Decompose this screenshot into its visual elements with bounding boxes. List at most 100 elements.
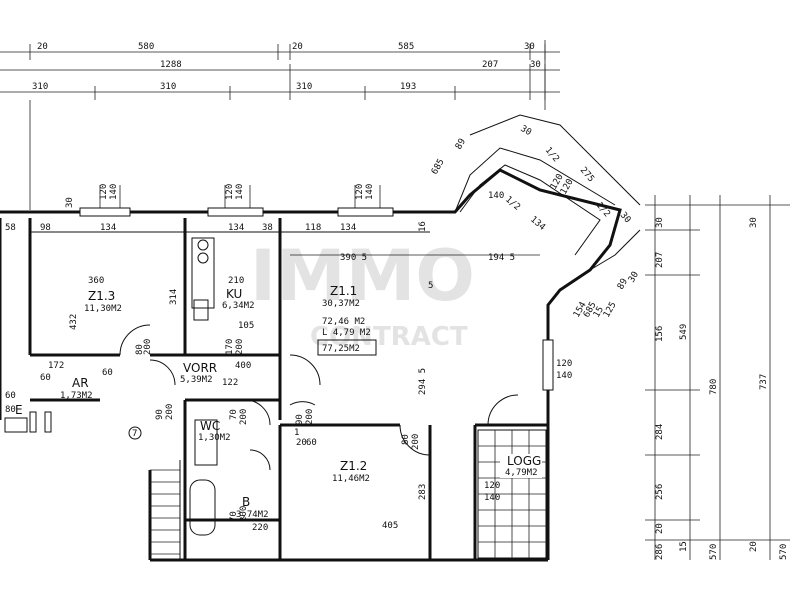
door-dim-7: 80 — [401, 434, 411, 445]
door-dim-5: 90 — [295, 414, 305, 425]
right-dim-10: 30 — [749, 217, 759, 228]
interior-walls — [28, 218, 548, 560]
inner-dim-6: 118 — [305, 223, 321, 233]
z11-area: 30,37M2 — [322, 299, 360, 309]
dim-top-9: 310 — [32, 82, 48, 92]
bay-dim-15: 15 — [592, 305, 606, 319]
door-dim-9: 170 — [225, 339, 235, 355]
right-dim-5: 780 — [709, 379, 719, 395]
dim-top-3: 20 — [292, 42, 303, 52]
z11-dim: 294 5 — [418, 368, 428, 395]
misc-dim-2: 60 — [40, 373, 51, 383]
z11-sub2: L 4,79 M2 — [322, 328, 371, 338]
inner-dim-4: 134 — [228, 223, 244, 233]
watermark-line2: CONTRACT — [310, 322, 468, 352]
inner-dimensions: 58 98 134 134 38 118 134 16 390 5 194 5 — [5, 221, 540, 263]
dim-top-6: 1288 — [160, 60, 182, 70]
misc-dim-5: 122 — [222, 378, 238, 388]
ku-name: KU — [226, 287, 242, 301]
bay-dim-18: 30 — [627, 270, 641, 284]
misc-dimensions: 172 60 60 60 122 7 20 1 60 80 — [5, 361, 317, 448]
door-dim-1: 80 — [135, 344, 145, 355]
right-dim-2: 207 — [655, 252, 665, 268]
b-name: B — [242, 495, 250, 509]
inner-dim-7: 134 — [340, 223, 356, 233]
z11-dim2: 5 — [428, 281, 433, 291]
right-dim-12: 20 — [749, 541, 759, 552]
ku-area: 6,34M2 — [222, 301, 255, 311]
room-ku: 210 314 105 KU 6,34M2 — [169, 237, 255, 331]
inner-dim-9: 390 5 — [340, 253, 367, 263]
dim-top-4: 585 — [398, 42, 414, 52]
bay-dim-10: 140 — [488, 191, 504, 201]
z13-name: Z1.3 — [88, 289, 115, 303]
room-wc: WC 1,30M2 — [198, 419, 231, 443]
win4-a: 30 — [65, 197, 75, 208]
dim-top-11: 310 — [296, 82, 312, 92]
right-dim-1: 30 — [655, 217, 665, 228]
inner-dim-3: 134 — [100, 223, 116, 233]
staircase — [150, 460, 181, 560]
win3-b: 140 — [365, 184, 375, 200]
top-dimensions: 20 580 20 585 30 1288 207 30 310 310 310… — [0, 40, 560, 210]
door-dim-8: 200 — [411, 434, 421, 450]
ku-dim2: 314 — [169, 289, 179, 305]
door-dim-6: 200 — [305, 409, 315, 425]
bay-dim-11: 1/2 — [503, 195, 522, 213]
misc-dim-14: 80 — [5, 405, 16, 415]
ar-area: 1,73M2 — [60, 391, 93, 401]
door-dim-11: 70 — [229, 409, 239, 420]
vorr-name: VORR — [183, 361, 217, 375]
misc-dim-1: 172 — [48, 361, 64, 371]
dim-top-10: 310 — [160, 82, 176, 92]
doors — [119, 324, 519, 471]
bay-dim-16: 125 — [602, 300, 619, 319]
room-e: E — [4, 403, 52, 433]
door-dim-17: 120 — [484, 481, 500, 491]
room-z13: 360 432 Z1.3 11,30M2 — [69, 276, 122, 330]
room-z11: Z1.1 30,37M2 72,46 M2 L 4,79 M2 77,25M2 … — [317, 281, 433, 395]
right-dim-3: 156 — [655, 326, 665, 342]
right-dimensions: 30 207 156 549 780 737 284 256 20 30 15 … — [645, 195, 790, 560]
right-dim-9: 20 — [655, 523, 665, 534]
misc-dim-11: 20 — [296, 438, 307, 448]
right-dim-15: 286 — [655, 544, 665, 560]
win3-a: 120 — [355, 184, 365, 200]
z11-name: Z1.1 — [330, 284, 357, 298]
vorr-dim: 400 — [235, 361, 251, 371]
dim-top-5: 30 — [524, 42, 535, 52]
misc-dim-13: 1 — [294, 428, 299, 438]
b-area: 3,74M2 — [236, 510, 269, 520]
door-dim-2: 200 — [143, 339, 153, 355]
door-dim-12: 200 — [239, 409, 249, 425]
right-dim-4: 549 — [679, 324, 689, 340]
z13-dim1: 360 — [88, 276, 104, 286]
z11-total: 77,25M2 — [322, 344, 360, 354]
logg-name: LOGG — [507, 454, 541, 468]
bay-dim-3: 30 — [519, 124, 533, 138]
room-logg: LOGG 4,79M2 — [477, 429, 547, 559]
inner-dim-5: 38 — [262, 223, 273, 233]
room-ar: AR 1,73M2 — [60, 376, 93, 401]
door-dim-18: 140 — [484, 493, 500, 503]
room-vorr: VORR 5,39M2 400 — [180, 361, 251, 385]
door-dim-16: 140 — [556, 371, 572, 381]
win1-a: 120 — [99, 184, 109, 200]
misc-dim-12: 60 — [306, 438, 317, 448]
right-dim-11: 15 — [679, 541, 689, 552]
win2-b: 140 — [235, 184, 245, 200]
ar-name: AR — [72, 376, 89, 390]
dim-top-8: 30 — [530, 60, 541, 70]
wc-area: 1,30M2 — [198, 433, 231, 443]
window-dimensions: 120 140 120 140 120 140 30 — [65, 184, 381, 210]
bay-dim-5: 275 — [578, 166, 596, 185]
exterior-walls — [0, 168, 622, 562]
z13-dim2: 432 — [69, 314, 79, 330]
right-dim-13: 570 — [709, 544, 719, 560]
dim-top-7: 207 — [482, 60, 498, 70]
z12-dim1: 283 — [418, 484, 428, 500]
z11-sub1: 72,46 M2 — [322, 317, 365, 327]
z13-area: 11,30M2 — [84, 304, 122, 314]
vorr-area: 5,39M2 — [180, 375, 213, 385]
